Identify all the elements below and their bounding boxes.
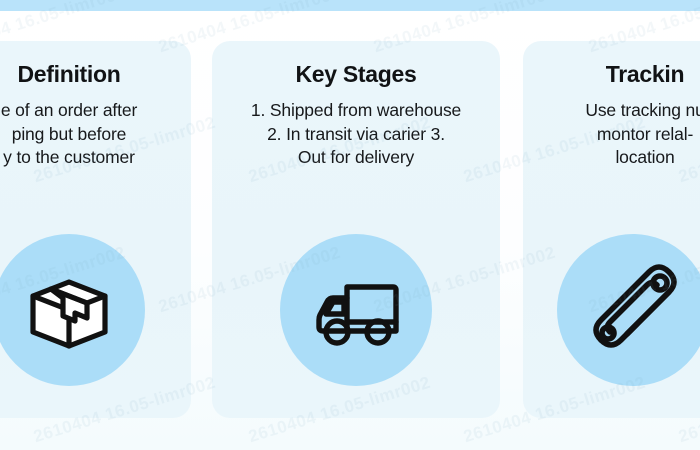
card-tracking-inner: Trackin Use tracking nu montor relal- lo… — [523, 41, 700, 418]
card-row: Definition e of an order after ping but … — [0, 41, 700, 418]
card-key-stages-title: Key Stages — [295, 61, 417, 87]
card-definition-icon-circle — [0, 234, 145, 386]
card-definition-body-line: e of an order after — [0, 100, 138, 121]
card-key-stages-inner: Key Stages 1. Shipped from warehouse 2. … — [212, 41, 500, 418]
card-definition-body: e of an order after ping but before y to… — [1, 99, 137, 169]
card-tracking-body: Use tracking nu montor relal- location — [585, 99, 700, 169]
card-definition-body-line: ping but before — [11, 123, 127, 144]
card-tracking-body-line: location — [615, 147, 675, 168]
top-accent-band — [0, 0, 700, 11]
card-definition-inner: Definition e of an order after ping but … — [0, 41, 191, 418]
tracking-pin-icon — [575, 252, 691, 368]
card-tracking[interactable]: Trackin Use tracking nu montor relal- lo… — [523, 41, 700, 418]
card-key-stages-body-line: 2. In transit via carier 3. — [267, 123, 445, 144]
card-tracking-icon-circle — [557, 234, 700, 386]
card-tracking-icon-wrap — [557, 234, 700, 386]
card-key-stages-body: 1. Shipped from warehouse 2. In transit … — [251, 99, 461, 169]
card-definition-body-line: y to the customer — [3, 147, 135, 168]
card-definition-title: Definition — [17, 61, 121, 87]
card-key-stages-icon-wrap — [212, 234, 500, 386]
card-tracking-body-line: Use tracking nu — [585, 100, 700, 121]
card-tracking-body-line: montor relal- — [596, 123, 694, 144]
card-definition[interactable]: Definition e of an order after ping but … — [0, 41, 191, 418]
package-box-icon — [17, 258, 121, 362]
card-tracking-title: Trackin — [605, 61, 685, 87]
card-key-stages[interactable]: Key Stages 1. Shipped from warehouse 2. … — [212, 41, 500, 418]
delivery-truck-icon — [303, 257, 409, 363]
card-key-stages-body-line: 1. Shipped from warehouse — [250, 100, 462, 121]
card-key-stages-body-line: Out for delivery — [297, 147, 415, 168]
card-definition-icon-wrap — [0, 234, 191, 386]
card-key-stages-icon-circle — [280, 234, 432, 386]
